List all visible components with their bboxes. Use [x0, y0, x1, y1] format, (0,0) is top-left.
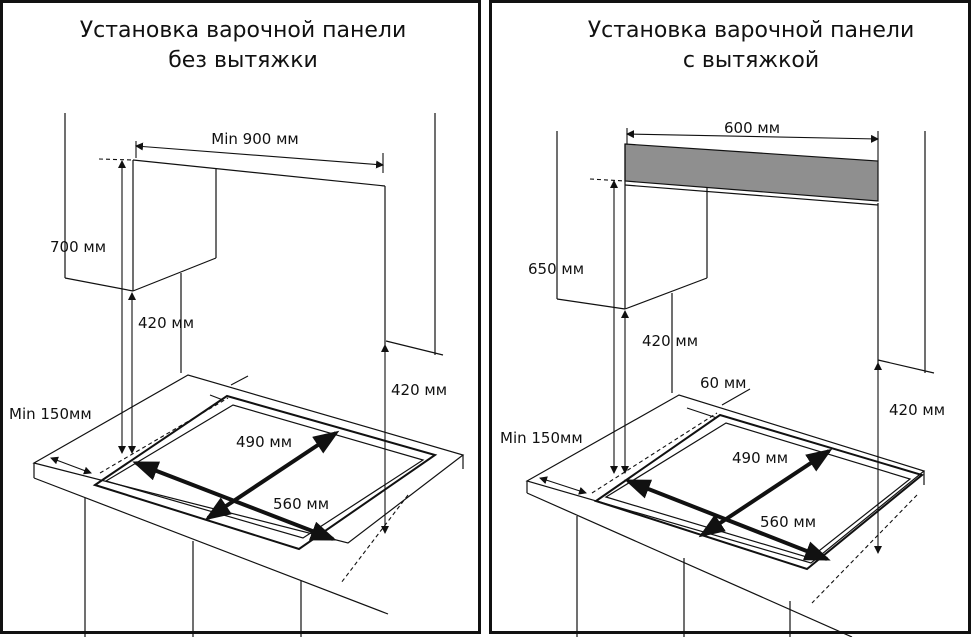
left-wall-lines	[64, 113, 444, 373]
right-range-hood	[624, 143, 879, 202]
left-label-height-lower: 420 мм	[138, 314, 194, 332]
left-dimension-lines	[50, 141, 389, 534]
left-label-right-height: 420 мм	[391, 381, 447, 399]
left-label-depth: 490 мм	[236, 433, 292, 451]
right-diagram-panel: Установка варочной панели с вытяжкой	[489, 0, 971, 637]
right-depth-arrow	[698, 448, 833, 538]
left-title-line2: без вытяжки	[168, 48, 318, 73]
left-label-width: 560 мм	[273, 495, 329, 513]
right-label-depth: 490 мм	[732, 449, 788, 467]
right-label-min-side: Min 150мм	[500, 429, 583, 447]
right-label-width: 560 мм	[760, 513, 816, 531]
right-title-line1: Установка варочной панели	[588, 18, 915, 43]
left-label-min-side: Min 150мм	[9, 405, 92, 423]
right-label-right-height: 420 мм	[889, 401, 945, 419]
right-wall-lines	[556, 131, 935, 393]
right-label-height-upper: 650 мм	[528, 260, 584, 278]
right-countertop	[525, 394, 926, 637]
left-title-line1: Установка варочной панели	[80, 18, 407, 43]
right-title-line2: с вытяжкой	[683, 48, 819, 73]
left-depth-arrow	[204, 430, 340, 521]
left-diagram-panel: Установка варочной панели без вытяжки	[0, 0, 481, 637]
right-hob	[593, 413, 925, 571]
right-label-back-gap: 60 мм	[700, 374, 747, 392]
left-diagram: Установка варочной панели без вытяжки	[9, 18, 465, 637]
right-label-height-lower: 420 мм	[642, 332, 698, 350]
right-wall-cabinet	[624, 144, 879, 363]
right-diagram: Установка варочной панели с вытяжкой	[500, 18, 945, 637]
right-label-hood-width: 600 мм	[724, 119, 780, 137]
left-hob	[92, 394, 438, 551]
right-dimension-lines	[539, 128, 882, 554]
left-label-min-width: Min 900 мм	[211, 130, 298, 148]
left-label-height-upper: 700 мм	[50, 238, 106, 256]
